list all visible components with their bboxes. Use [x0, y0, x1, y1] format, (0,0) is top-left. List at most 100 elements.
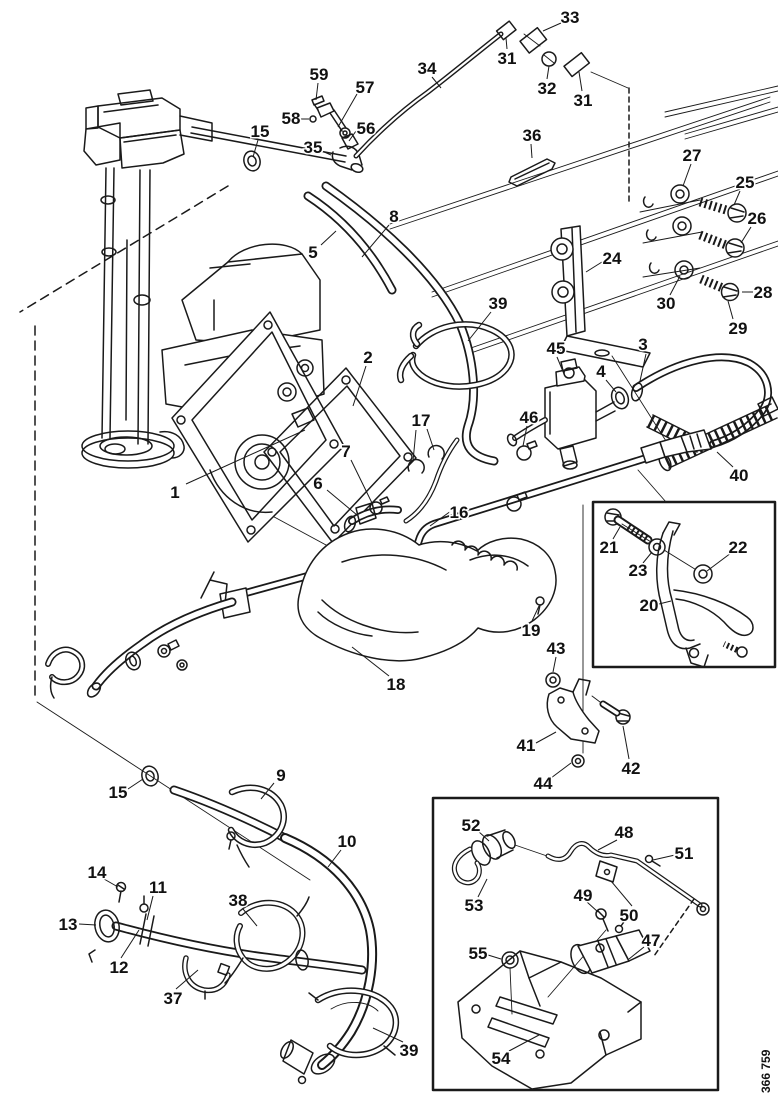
part-label-47: 47 — [642, 931, 661, 950]
leader-line-23 — [642, 551, 653, 564]
leader-line-10 — [327, 849, 342, 868]
leader-line-54 — [508, 1034, 540, 1052]
leader-line-27 — [682, 163, 692, 187]
leader-line-8 — [361, 224, 390, 258]
leader-line-31 — [505, 37, 508, 50]
part-label-18: 18 — [387, 675, 406, 694]
part-label-19: 19 — [522, 621, 541, 640]
part-label-59: 59 — [310, 65, 329, 84]
coiled-hose-39-upper — [396, 321, 515, 390]
washer-27 — [670, 184, 690, 204]
leader-line-29 — [727, 300, 734, 320]
bracket-20 — [655, 532, 701, 650]
leader-line-50 — [610, 880, 633, 907]
part-label-16: 16 — [450, 503, 469, 522]
part-label-52: 52 — [462, 816, 481, 835]
leader-line-55 — [487, 954, 502, 960]
leader-line-35 — [321, 150, 332, 156]
leader-line-45 — [556, 356, 565, 375]
leader-line-3 — [639, 353, 647, 382]
nut-22 — [693, 564, 713, 584]
leader-line-6 — [326, 489, 358, 516]
part-label-9: 9 — [276, 766, 285, 785]
leader-line-12 — [120, 929, 140, 959]
washer-30 — [674, 260, 694, 280]
leader-line-41 — [535, 731, 557, 744]
leader-line-22 — [706, 552, 732, 572]
leader-line-13 — [78, 923, 97, 926]
part-label-53: 53 — [465, 896, 484, 915]
leader-line-59 — [315, 82, 319, 101]
part-label-22: 22 — [729, 538, 748, 557]
hose-clamp-15-upper — [243, 150, 261, 172]
filler-hose-12-group — [88, 881, 367, 1000]
leader-line-21 — [612, 526, 621, 540]
leader-line-24 — [585, 261, 603, 273]
strip-36 — [508, 158, 556, 187]
part-label-39: 39 — [489, 294, 508, 313]
part-label-35: 35 — [304, 138, 323, 157]
leader-line-9 — [260, 782, 275, 800]
inset-box-canister — [431, 796, 720, 1092]
part-label-32: 32 — [538, 79, 557, 98]
part-label-25: 25 — [736, 173, 755, 192]
part-label-45: 45 — [547, 339, 566, 358]
hose-clamp-15-lower — [141, 765, 159, 787]
part-label-27: 27 — [683, 146, 702, 165]
bolt-25-head — [727, 203, 747, 223]
leader-line-51 — [652, 854, 676, 861]
tank-flange — [171, 311, 345, 543]
leader-line-33 — [542, 22, 562, 32]
leader-line-52 — [477, 830, 490, 842]
part-label-46: 46 — [520, 408, 539, 427]
part-label-57: 57 — [356, 78, 375, 97]
main-fuel-pipe-16 — [45, 451, 660, 699]
part-label-48: 48 — [615, 823, 634, 842]
bolt-28-head — [720, 282, 740, 302]
leader-line-1 — [185, 429, 306, 485]
part-label-40: 40 — [730, 466, 749, 485]
leader-line-56 — [348, 130, 357, 142]
leader-line-48 — [597, 839, 618, 851]
leader-line-4 — [605, 379, 617, 393]
part-label-55: 55 — [469, 944, 488, 963]
part-label-8: 8 — [389, 207, 398, 226]
inset-frame-1 — [591, 500, 777, 669]
end-cap-13 — [94, 909, 120, 943]
nut-44 — [571, 754, 585, 768]
clip-50 — [595, 860, 618, 883]
bracket-41 — [546, 687, 600, 744]
heat-shield-18 — [297, 528, 557, 662]
seal-ring-4 — [610, 386, 630, 410]
part-label-6: 6 — [313, 474, 322, 493]
leader-line-42 — [622, 725, 630, 760]
part-label-15: 15 — [251, 122, 270, 141]
leader-line-11 — [146, 895, 154, 921]
lower-hose-assembly — [141, 765, 399, 1085]
clamp-7 — [369, 501, 383, 515]
hose-5 — [303, 191, 397, 295]
hose-3-and-corrugated-40 — [630, 353, 778, 472]
part-label-1: 1 — [170, 483, 179, 502]
part-label-28: 28 — [754, 283, 773, 302]
part-label-31: 31 — [498, 49, 517, 68]
part-label-23: 23 — [629, 561, 648, 580]
leader-line-32 — [546, 65, 550, 80]
part-label-44: 44 — [534, 774, 553, 793]
leader-line-46 — [522, 425, 528, 447]
part-label-38: 38 — [229, 891, 248, 910]
leader-line-31 — [578, 71, 583, 92]
clamp-46 — [516, 445, 532, 461]
leader-line-39 — [372, 1027, 404, 1043]
leader-line-7 — [350, 459, 373, 504]
union-31b — [563, 51, 591, 78]
riser-pipe-and-rings-17 — [343, 437, 460, 533]
part-label-36: 36 — [523, 126, 542, 145]
leader-line-15 — [127, 778, 144, 790]
part-label-21: 21 — [600, 538, 619, 557]
leader-line-20 — [658, 600, 672, 605]
leader-line-40 — [716, 451, 734, 468]
pump-fuel-line-and-banjo — [190, 95, 364, 174]
leader-line-17 — [412, 429, 417, 462]
